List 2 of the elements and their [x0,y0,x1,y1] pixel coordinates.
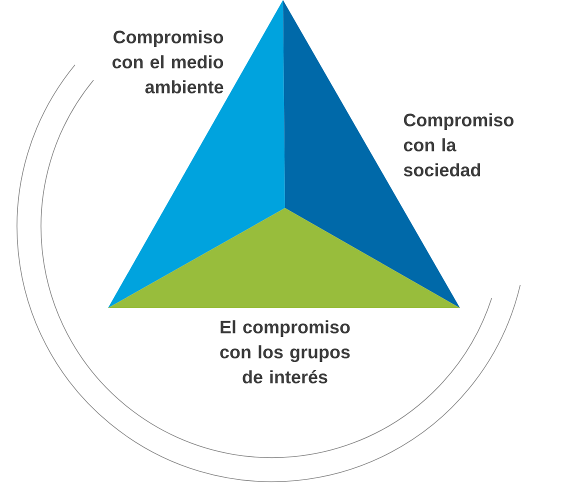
node-label: El compromiso con los grupos de interés [220,320,350,384]
triangle-face: Compromiso con el medio ambiente [108,0,285,308]
